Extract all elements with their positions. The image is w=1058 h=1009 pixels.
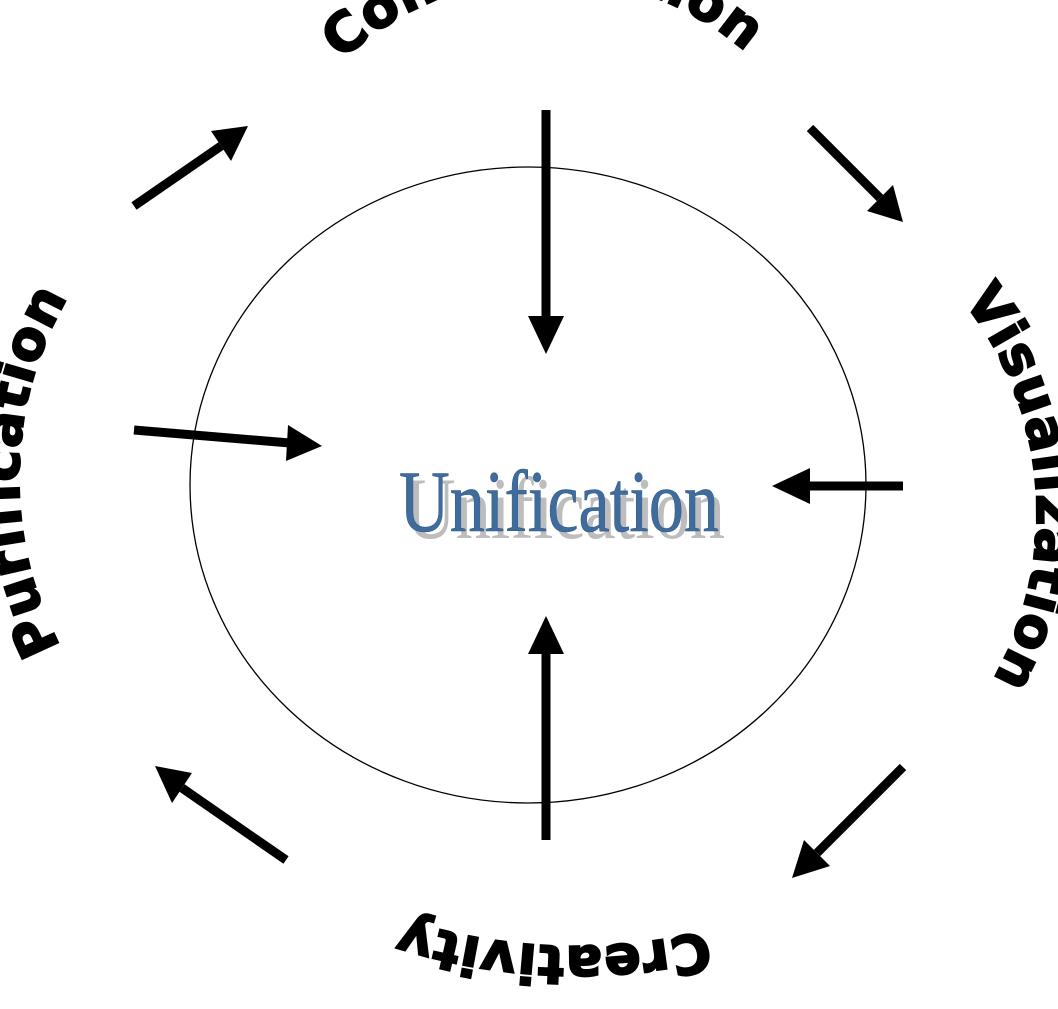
center-label-shadow: Unification — [405, 461, 725, 558]
center-label: Unification — [399, 454, 719, 551]
arrow-concentration-to-visualization — [806, 124, 903, 222]
label-creativity: Creativity — [388, 906, 716, 996]
arrow-creativity-to-center — [528, 616, 564, 840]
arrow-visualization-to-center — [772, 468, 903, 504]
arrow-purification-to-concentration — [131, 126, 248, 210]
arrow-purification-to-center — [133, 425, 322, 461]
label-concentration: Concentration — [309, 0, 777, 70]
label-visualization: Visualization — [952, 272, 1058, 703]
arrow-visualization-to-creativity — [792, 763, 907, 878]
arrow-concentration-to-center — [528, 110, 564, 354]
label-purification: Purification — [0, 274, 79, 668]
arrow-creativity-to-purification — [155, 766, 289, 864]
